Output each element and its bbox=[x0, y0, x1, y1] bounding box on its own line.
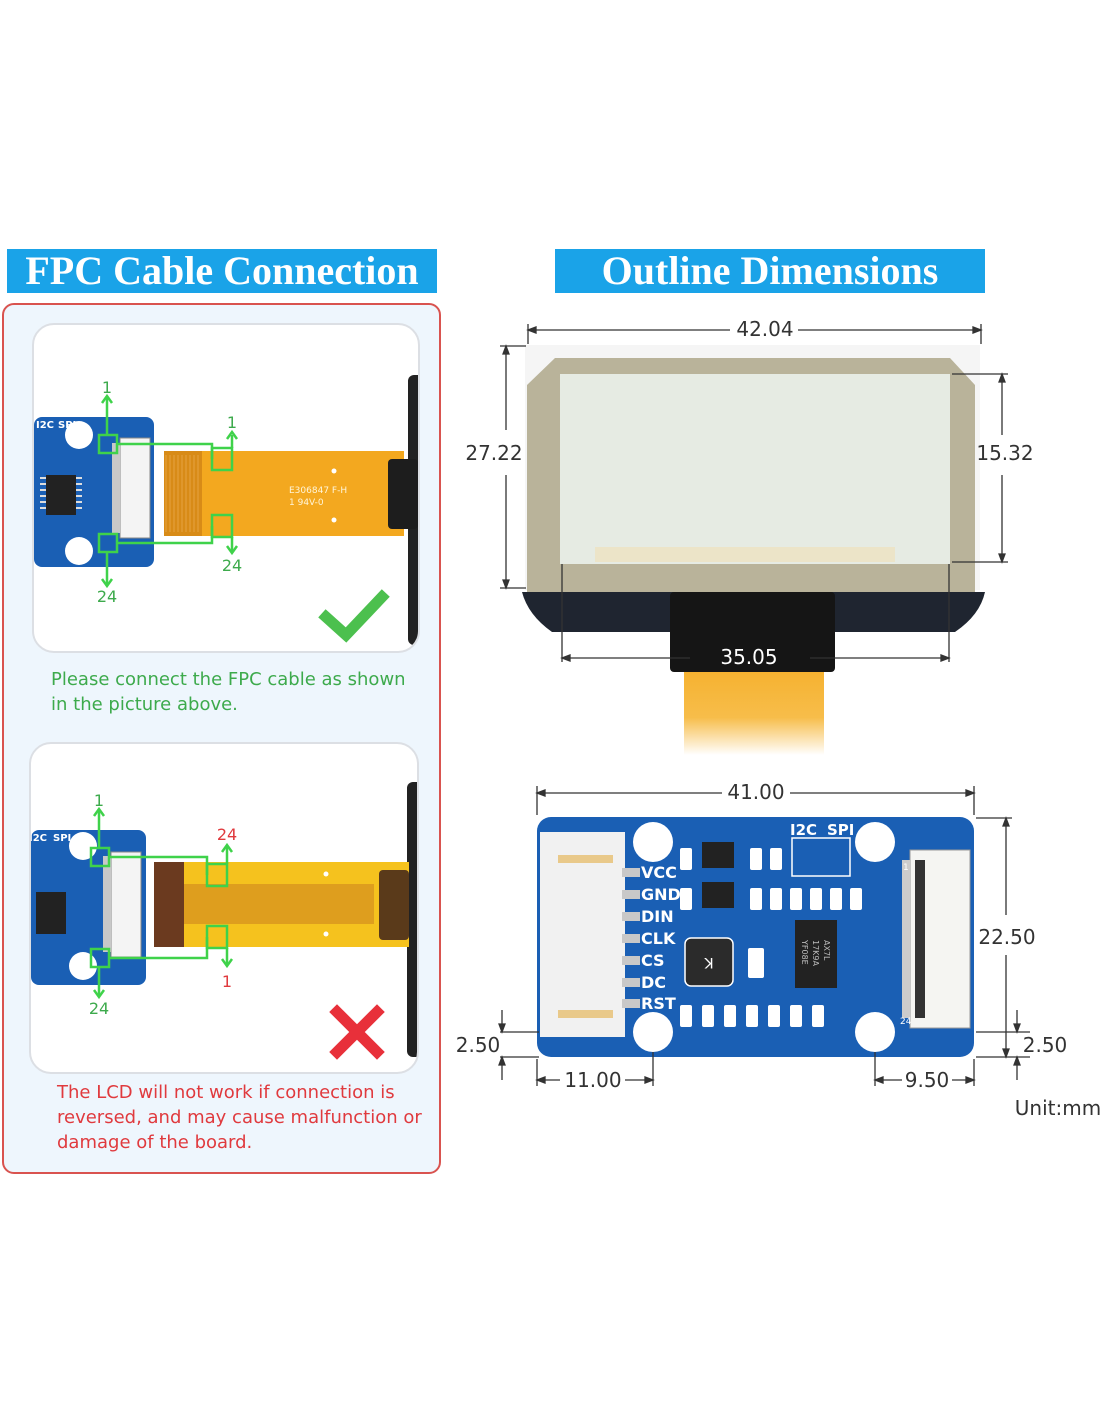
pin-label-board-top: 1 bbox=[102, 378, 112, 397]
svg-text:YF08E: YF08E bbox=[800, 939, 809, 965]
mount-hole bbox=[633, 822, 673, 862]
inductor bbox=[684, 937, 734, 987]
fpc-traces bbox=[184, 884, 374, 924]
oled-active-height-label: 15.32 bbox=[976, 441, 1033, 465]
board-outline-drawing: VCC GND DIN CLK CS DC RST I2C SPI K YF08… bbox=[456, 780, 1100, 1120]
fpc-connection-heading: FPC Cable Connection bbox=[7, 249, 437, 293]
correct-connection-illustration: E306847 F-H 1 94V-0 I2C SPI bbox=[34, 375, 418, 645]
regulator bbox=[702, 842, 734, 868]
ic-chip bbox=[36, 892, 66, 934]
wrong-connection-caption: The LCD will not work if connection is r… bbox=[57, 1082, 422, 1153]
pin-gnd: GND bbox=[641, 885, 681, 904]
fpc-cable bbox=[164, 451, 404, 536]
svg-text:AX7L: AX7L bbox=[822, 940, 831, 961]
pin-label-cable-top: 1 bbox=[227, 413, 237, 432]
mount-hole bbox=[855, 1012, 895, 1052]
driver-board-pcb bbox=[537, 817, 974, 1057]
pin-labels: VCC GND DIN CLK CS DC RST bbox=[641, 863, 681, 1013]
oled-height-label: 27.22 bbox=[465, 441, 522, 465]
board-label-i2c: I2C bbox=[36, 420, 54, 431]
pin-highlight-lines bbox=[89, 806, 234, 1000]
connector-pins bbox=[112, 443, 120, 533]
svg-text:17K9A: 17K9A bbox=[811, 940, 820, 967]
board-width-label: 41.00 bbox=[727, 780, 784, 804]
cable-print-1: E306847 F-H bbox=[289, 486, 347, 496]
fpc-stiffener bbox=[379, 870, 409, 940]
oled-active-width-label: 35.05 bbox=[720, 645, 777, 669]
check-icon bbox=[318, 589, 390, 643]
fpc-traces bbox=[165, 455, 199, 532]
ic-chip bbox=[46, 475, 76, 515]
pin-highlight-lines bbox=[97, 393, 239, 589]
fpc-contacts bbox=[154, 862, 184, 947]
connector-pin-1: 1 bbox=[903, 863, 909, 873]
fpc-stiffener bbox=[388, 459, 418, 529]
cross-icon bbox=[329, 1004, 385, 1060]
board-label-spi: SPI bbox=[53, 833, 71, 844]
oled-active-area bbox=[560, 374, 950, 564]
outline-dimensions-heading: Outline Dimensions bbox=[555, 249, 985, 293]
correct-connection-photo: E306847 F-H 1 94V-0 I2C SPI bbox=[32, 323, 420, 653]
mode-select-jumpers bbox=[791, 837, 851, 877]
silk-spi: SPI bbox=[827, 821, 854, 839]
svg-text:K: K bbox=[704, 954, 714, 970]
board-label-spi: SPI bbox=[58, 420, 76, 431]
cable-print-2: 1 94V-0 bbox=[289, 498, 324, 508]
mount-hole bbox=[65, 537, 93, 565]
lcd-edge bbox=[407, 782, 417, 1057]
oled-driver-strip bbox=[595, 547, 895, 562]
wrong-connection-photo: I2C SPI 1 24 24 1 bbox=[29, 742, 419, 1074]
board-height-label: 22.50 bbox=[978, 925, 1035, 949]
board-edge-right-label: 2.50 bbox=[1023, 1033, 1068, 1057]
header-solder-pads bbox=[622, 868, 640, 1008]
oled-dimension-lines bbox=[500, 324, 1008, 662]
hole-right-distance-label: 9.50 bbox=[905, 1068, 950, 1092]
passive-components bbox=[680, 848, 862, 1027]
pin-vcc: VCC bbox=[641, 863, 677, 882]
pin-din: DIN bbox=[641, 907, 674, 926]
correct-connection-caption: Please connect the FPC cable as shown in… bbox=[51, 669, 406, 715]
unit-label: Unit:mm bbox=[1015, 1096, 1100, 1120]
pin-header-connector bbox=[540, 832, 625, 1037]
connection-panel: E306847 F-H 1 94V-0 I2C SPI bbox=[2, 303, 441, 1174]
connector-pins bbox=[103, 856, 111, 952]
pin-label-cable-bottom: 1 bbox=[222, 972, 232, 991]
hole-left-distance-label: 11.00 bbox=[564, 1068, 621, 1092]
pin-label-board-top: 1 bbox=[94, 791, 104, 810]
oled-width-label: 42.04 bbox=[736, 317, 793, 341]
chip-marking: YF08E 17K9A AX7L bbox=[800, 939, 831, 967]
board-fpc-connector bbox=[119, 437, 151, 539]
pin-cs: CS bbox=[641, 951, 665, 970]
pin-label-board-bottom: 24 bbox=[97, 587, 117, 606]
level-shifter-chip bbox=[795, 920, 837, 988]
pin-label-board-bottom: 24 bbox=[89, 999, 109, 1018]
mount-hole bbox=[633, 1012, 673, 1052]
pin-rst: RST bbox=[641, 994, 676, 1013]
board-fpc-connector bbox=[110, 851, 142, 958]
wrong-connection-illustration: I2C SPI 1 24 24 1 bbox=[31, 782, 417, 1060]
connector-pin-24: 24 bbox=[900, 1017, 912, 1027]
pin-clk: CLK bbox=[641, 929, 676, 948]
pin-dc: DC bbox=[641, 973, 666, 992]
silk-i2c: I2C bbox=[790, 821, 817, 839]
oled-fpc-stiffener bbox=[670, 592, 835, 672]
regulator bbox=[702, 882, 734, 908]
mount-hole bbox=[69, 832, 97, 860]
mount-hole bbox=[65, 421, 93, 449]
board-edge-left-label: 2.50 bbox=[456, 1033, 501, 1057]
pin-label-cable-bottom: 24 bbox=[222, 556, 242, 575]
board-label-i2c: I2C bbox=[31, 833, 47, 844]
mount-hole bbox=[855, 822, 895, 862]
board-dimension-lines bbox=[498, 786, 1030, 1086]
pin-label-cable-top: 24 bbox=[217, 825, 237, 844]
oled-outline-drawing: 42.04 27.22 15.32 35.05 bbox=[465, 317, 1034, 755]
